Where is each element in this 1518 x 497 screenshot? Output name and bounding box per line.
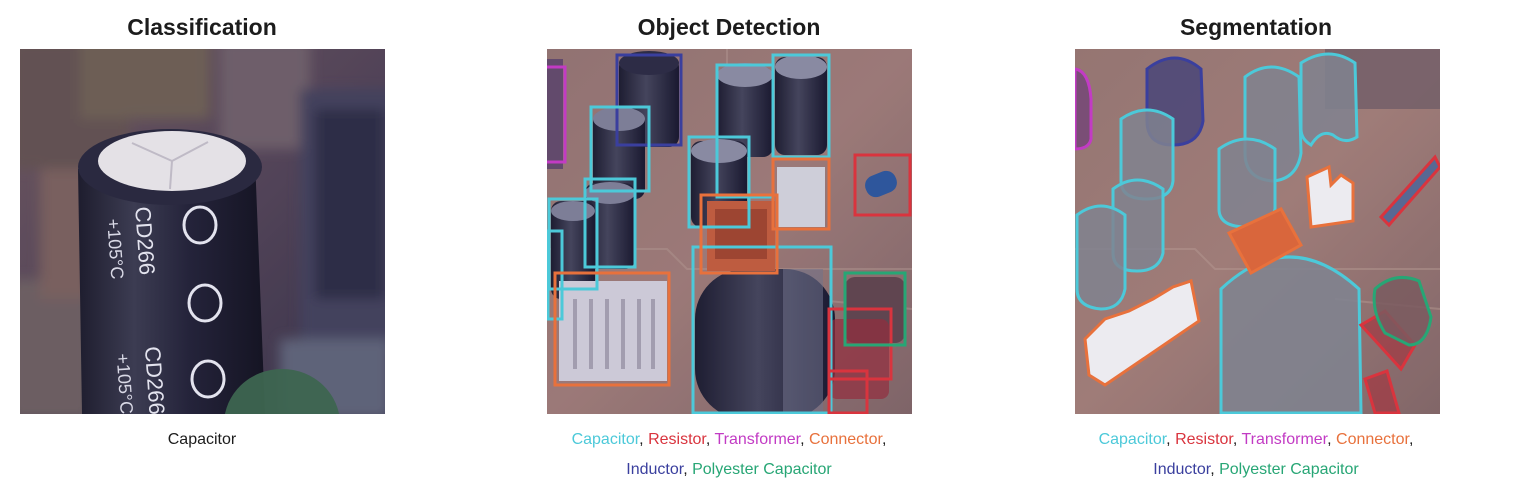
classification-caption: Capacitor	[0, 425, 422, 455]
capacitor-model-marking: CD266	[130, 206, 160, 276]
legend-polyester-capacitor: Polyester Capacitor	[1219, 461, 1359, 478]
mask-capacitor-6	[1075, 204, 1127, 311]
classification-image: CD266 CD266 +105°C +105°C	[20, 49, 385, 414]
mask-polyester-capacitor	[1372, 275, 1433, 347]
mask-capacitor-4	[1217, 137, 1277, 229]
mask-connector-1	[1305, 164, 1355, 229]
legend-connector: Connector	[809, 431, 882, 448]
box-capacitor-1	[589, 105, 651, 193]
box-resistor-1	[853, 153, 912, 217]
legend-resistor: Resistor	[648, 431, 706, 448]
box-capacitor-8	[691, 245, 833, 414]
segmentation-image	[1075, 49, 1440, 414]
capacitor-model-marking-2: CD266	[140, 345, 170, 414]
legend-inductor: Inductor	[626, 461, 684, 478]
segmentation-panel: Segmentation	[1036, 0, 1476, 497]
box-capacitor-3	[771, 53, 831, 159]
legend-connector: Connector	[1336, 431, 1409, 448]
legend-capacitor: Capacitor	[571, 431, 640, 448]
pcb-photo-detection	[547, 49, 912, 414]
segmentation-title: Segmentation	[1179, 14, 1333, 40]
legend-polyester-capacitor: Polyester Capacitor	[692, 461, 832, 478]
detection-image	[547, 49, 912, 414]
legend-transformer: Transformer	[714, 431, 801, 448]
mask-resistor-3	[1363, 369, 1401, 414]
legend-transformer: Transformer	[1241, 431, 1328, 448]
classification-title: Classification	[127, 14, 277, 40]
mask-capacitor-7	[1219, 255, 1363, 414]
capacitor-closeup-photo: CD266 CD266 +105°C +105°C	[20, 49, 385, 414]
detection-legend-line-2: Inductor, Polyester Capacitor	[626, 461, 832, 478]
detection-boxes	[547, 53, 912, 414]
mask-connector-2	[1226, 207, 1304, 276]
capacitor-temp-marking-2: +105°C	[113, 353, 137, 414]
segmentation-legend: Capacitor, Resistor, Transformer, Connec…	[1036, 425, 1476, 485]
box-connector-2	[699, 193, 779, 275]
mask-connector-3	[1083, 279, 1201, 387]
detection-panel: Object Detection	[509, 0, 949, 497]
detection-title: Object Detection	[637, 14, 821, 40]
box-polyester-capacitor	[843, 271, 907, 347]
pcb-photo-segmentation	[1075, 49, 1440, 414]
box-connector-3	[553, 271, 671, 387]
classification-panel: Classification	[0, 0, 422, 497]
segmentation-legend-line-2: Inductor, Polyester Capacitor	[1153, 461, 1359, 478]
box-resistor-3	[827, 369, 869, 414]
legend-inductor: Inductor	[1153, 461, 1211, 478]
segmentation-masks	[1075, 52, 1440, 414]
detection-legend-line-1: Capacitor, Resistor, Transformer, Connec…	[571, 431, 887, 448]
box-transformer	[547, 65, 567, 164]
capacitor-temp-marking: +105°C	[103, 218, 127, 280]
legend-capacitor: Capacitor	[1098, 431, 1167, 448]
mask-resistor-1	[1378, 154, 1440, 228]
mask-capacitor-3	[1299, 52, 1359, 148]
box-capacitor-4	[687, 135, 751, 229]
detection-legend: Capacitor, Resistor, Transformer, Connec…	[509, 425, 949, 485]
box-capacitor-5	[583, 177, 637, 269]
classification-label: Capacitor	[167, 431, 237, 448]
mask-transformer	[1075, 67, 1093, 151]
segmentation-legend-line-1: Capacitor, Resistor, Transformer, Connec…	[1098, 431, 1414, 448]
legend-resistor: Resistor	[1175, 431, 1233, 448]
brand-logo-icon	[182, 205, 226, 399]
